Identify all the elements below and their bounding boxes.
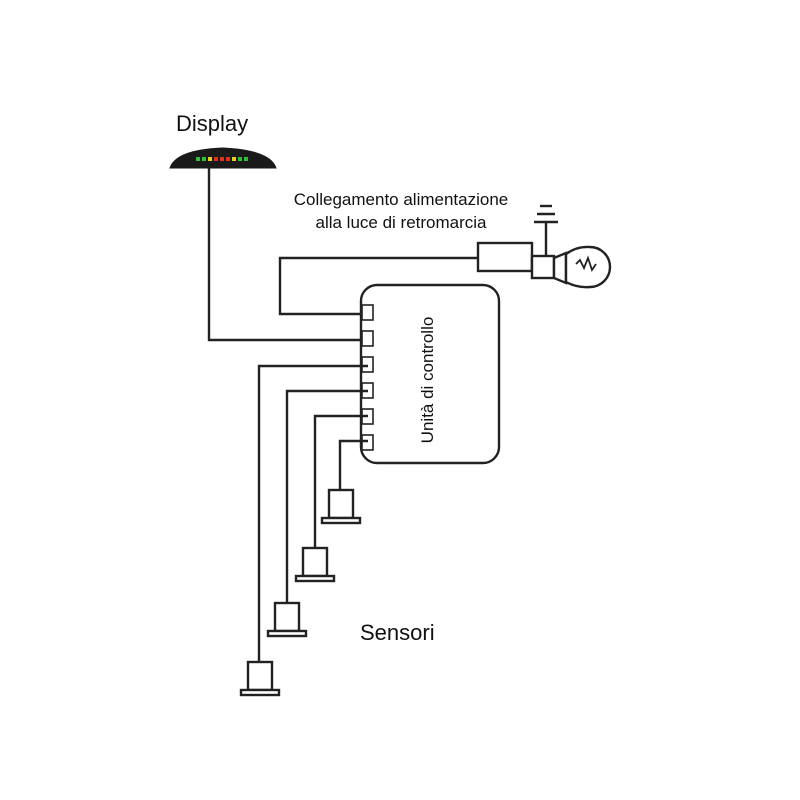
power-cable bbox=[278, 256, 478, 316]
display-led bbox=[202, 157, 206, 161]
display-led bbox=[214, 157, 218, 161]
sensor-icon bbox=[294, 546, 336, 583]
display-cable bbox=[207, 168, 368, 342]
sensor-icon bbox=[320, 488, 362, 525]
sensor-icon bbox=[266, 601, 308, 638]
bulb-icon bbox=[530, 245, 612, 289]
power-connection-label: Collegamento alimentazione alla luce di … bbox=[270, 188, 532, 234]
power-connector bbox=[476, 241, 534, 273]
sensor-icon bbox=[239, 660, 281, 697]
control-unit-box bbox=[359, 283, 501, 465]
display-led bbox=[238, 157, 242, 161]
display-led bbox=[196, 157, 200, 161]
ground-icon bbox=[534, 204, 558, 257]
sensor-cable-2 bbox=[285, 389, 368, 603]
display-led bbox=[226, 157, 230, 161]
sensor-cable-3 bbox=[313, 414, 368, 548]
display-led bbox=[220, 157, 224, 161]
power-connection-line-1: Collegamento alimentazione bbox=[293, 190, 509, 209]
display-leds bbox=[196, 157, 248, 161]
control-unit-label: Unità di controllo bbox=[418, 316, 437, 444]
display-led bbox=[208, 157, 212, 161]
sensor-cable-4 bbox=[338, 439, 368, 490]
display-led bbox=[244, 157, 248, 161]
display-led bbox=[232, 157, 236, 161]
sensor-cable-1 bbox=[257, 364, 368, 662]
power-connection-line-2: alla luce di retromarcia bbox=[315, 213, 487, 232]
display-label: Display bbox=[176, 111, 249, 136]
display-device-icon bbox=[169, 147, 277, 169]
sensors-label: Sensori bbox=[360, 620, 435, 645]
